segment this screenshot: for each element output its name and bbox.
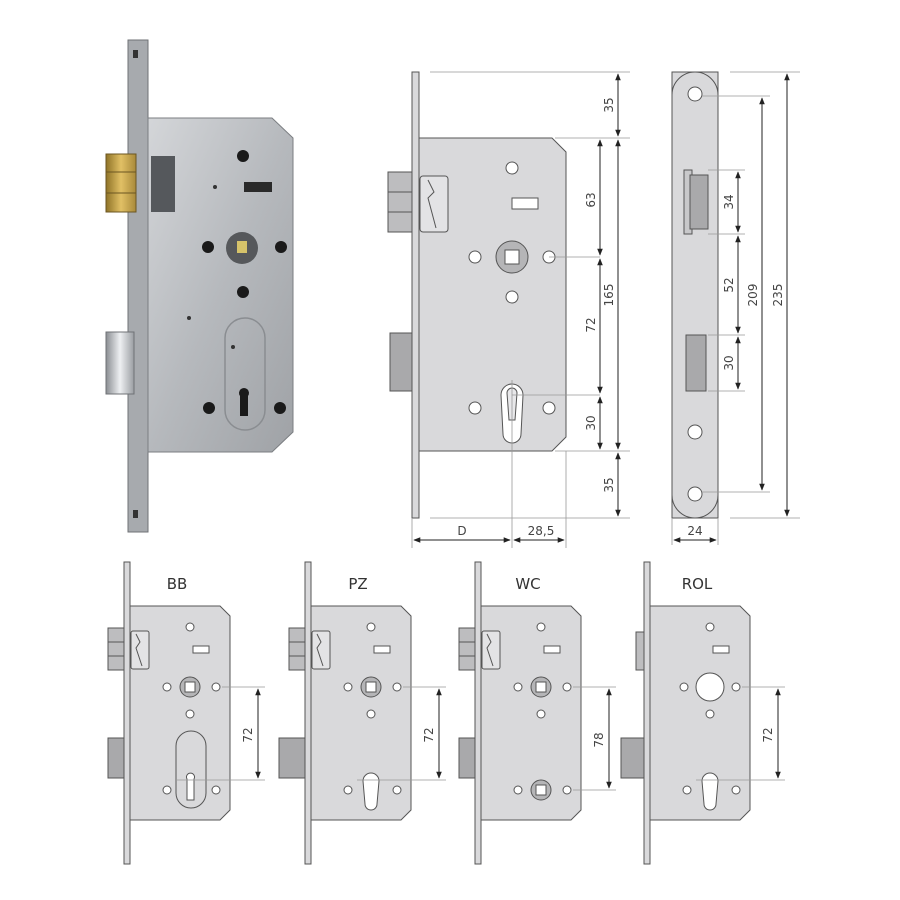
lock-photo [105, 39, 294, 533]
dim-handle-to-key: 72 [584, 317, 598, 332]
variant-wc-label: WC [515, 575, 540, 593]
strike-plate-drawing: 34 52 30 209 235 24 [671, 71, 800, 545]
variant-pz-label: PZ [348, 575, 367, 593]
variant-pz: 72 PZ [278, 561, 446, 865]
variant-rol-distance: 72 [761, 727, 775, 742]
variant-bb-label: BB [167, 575, 188, 593]
dim-handle-to-top: 63 [584, 192, 598, 207]
variant-rol: 72 ROL [620, 561, 785, 865]
dim-gap: 52 [722, 277, 736, 292]
dim-bolt-opening: 30 [722, 355, 736, 370]
dim-screw-spacing: 209 [746, 284, 760, 307]
variant-bb: 72 BB [107, 561, 265, 865]
variant-bb-distance: 72 [241, 727, 255, 742]
main-dimension-labels: 35 63 72 30 165 35 D 28,5 [457, 97, 616, 538]
dim-key-to-bottom: 30 [584, 415, 598, 430]
dim-key-to-edge: 28,5 [528, 524, 555, 538]
dim-latch-opening: 34 [722, 194, 736, 209]
dim-total-length: 235 [771, 284, 785, 307]
main-lock-drawing: 35 63 72 30 165 35 D 28,5 [387, 71, 630, 548]
dim-top-offset: 35 [602, 97, 616, 112]
dim-body-height: 165 [602, 284, 616, 307]
variant-wc: 78 WC [458, 561, 616, 865]
dim-backset: D [457, 524, 466, 538]
dim-width: 24 [687, 524, 702, 538]
variant-wc-distance: 78 [592, 732, 606, 747]
variant-rol-label: ROL [682, 575, 713, 593]
variant-pz-distance: 72 [422, 727, 436, 742]
dim-bottom-offset: 35 [602, 477, 616, 492]
